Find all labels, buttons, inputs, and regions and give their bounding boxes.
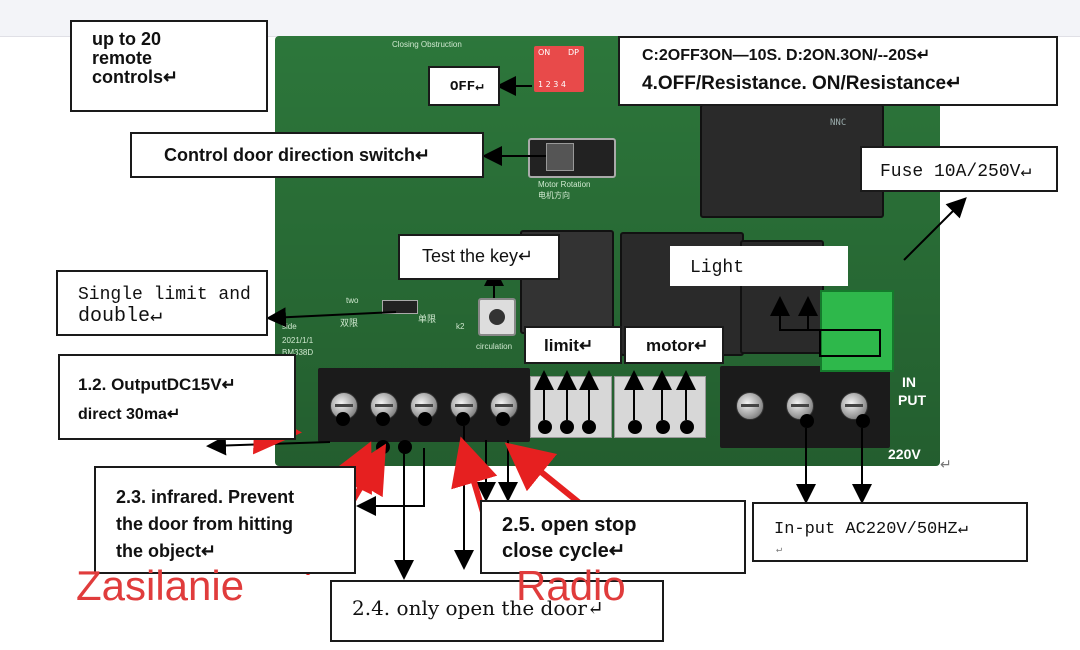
input-screw-1[interactable]: [736, 392, 764, 420]
light-label: Light: [670, 246, 848, 286]
k2-text: k2: [456, 322, 465, 331]
direction-slide-knob[interactable]: [546, 143, 574, 171]
infrared-label: 2.3. infrared. Prevent the door from hit…: [94, 466, 356, 574]
wire-dot: [582, 420, 596, 434]
wire-dot: [376, 412, 390, 426]
only-open-label: 2.4. only open the door↵: [330, 580, 664, 642]
wire-dot: [336, 412, 350, 426]
limit-jumper[interactable]: [382, 300, 418, 314]
single-limit-cn-text: 单限: [418, 314, 437, 324]
open-stop-line-1: 2.5. open stop: [502, 514, 637, 536]
model-text: BM338D: [282, 348, 314, 357]
infrared-line-3: the object↵: [116, 541, 217, 561]
circulation-text: circulation: [476, 342, 513, 351]
motor-rotation-text: Motor Rotation: [538, 180, 591, 189]
date-text: 2021/1/1: [282, 336, 314, 345]
dip-info-line-2: 4.OFF/Resistance. ON/Resistance↵: [642, 73, 963, 94]
fuse-label: Fuse 10A/250V↵: [860, 146, 1058, 192]
arrow-fuse: [903, 197, 967, 261]
voltage-text: 220V: [888, 446, 921, 462]
direction-switch-label: Control door direction switch↵: [130, 132, 484, 178]
wire-dot: [398, 440, 412, 454]
test-key-label: Test the key↵: [398, 234, 560, 280]
input-text: In-put AC220V/50HZ↵: [774, 520, 968, 539]
single-limit-line-1: Single limit and: [78, 285, 251, 305]
dip-on-text: ON: [538, 48, 551, 57]
infrared-line-1: 2.3. infrared. Prevent: [116, 487, 295, 507]
zasilanie-annotation: Zasilanie: [76, 562, 245, 609]
line-light: [779, 298, 881, 357]
single-limit-line-2: double↵: [78, 305, 163, 328]
wire-dot: [496, 412, 510, 426]
radio-annotation: Radio: [516, 562, 626, 609]
wire-dot: [856, 414, 870, 428]
dip-info-line-1: C:2OFF3ON—10S. D:2ON.3ON/--20S↵: [642, 47, 931, 64]
motor-rotation-cn-text: 电机方向: [538, 191, 570, 200]
open-stop-line-2: close cycle↵: [502, 540, 626, 562]
output-label: 1.2. OutputDC15V↵ direct 30ma↵: [58, 354, 296, 440]
arrow-single-limit: [266, 307, 397, 328]
output-line-1: 1.2. OutputDC15V↵: [78, 375, 236, 394]
wire-dot: [456, 412, 470, 426]
double-limit-cn-text: 双限: [340, 318, 359, 328]
wire-dot: [628, 420, 642, 434]
remote-line-1: up to 20: [92, 29, 162, 49]
infrared-line-2: the door from hitting: [116, 514, 293, 534]
in-text: IN: [902, 374, 916, 390]
arrow-infrared: [356, 448, 425, 516]
wire-dot: [538, 420, 552, 434]
arrow-output: [206, 435, 331, 456]
wire-dot: [800, 414, 814, 428]
dip-numbers-text: 1 2 3 4: [538, 80, 566, 89]
input-return-mark: ↵: [776, 545, 783, 556]
voltage-return-mark: ↵: [940, 456, 952, 472]
limit-label: limit↵: [524, 326, 622, 364]
dip-info-label: C:2OFF3ON—10S. D:2ON.3ON/--20S↵ 4.OFF/Re…: [618, 36, 1058, 106]
open-stop-label: 2.5. open stop close cycle↵: [480, 500, 746, 574]
output-line-2: direct 30ma↵: [78, 406, 181, 423]
wire-dot: [560, 420, 574, 434]
wire-dot: [680, 420, 694, 434]
wire-dot: [656, 420, 670, 434]
remote-controls-label: up to 20 remote controls↵: [70, 20, 268, 112]
put-text: PUT: [898, 392, 926, 408]
dip-dp-text: DP: [568, 48, 579, 57]
off-label: OFF↵: [428, 66, 500, 106]
motor-label: motor↵: [624, 326, 724, 364]
remote-line-2: remote: [92, 48, 153, 68]
two-text: two: [346, 296, 359, 305]
remote-line-3: controls↵: [92, 67, 179, 87]
side-text: side: [282, 322, 297, 331]
input-label: In-put AC220V/50HZ↵ ↵: [752, 502, 1028, 562]
relay-top-brand: NNC: [830, 118, 847, 128]
wire-dot: [418, 412, 432, 426]
dip-switch[interactable]: ON DP 1 2 3 4: [534, 46, 584, 92]
closing-obstruction-text: Closing Obstruction: [392, 40, 462, 49]
test-key-button[interactable]: [478, 298, 516, 336]
single-limit-label: Single limit and double↵: [56, 270, 268, 336]
